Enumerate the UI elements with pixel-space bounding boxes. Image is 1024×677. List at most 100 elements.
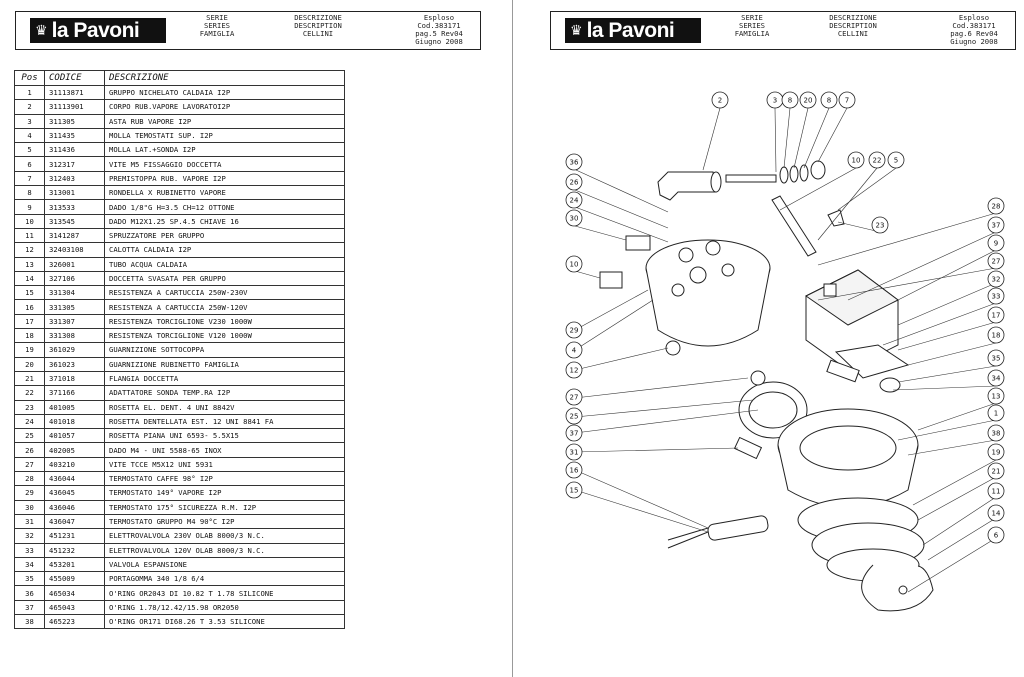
expansion-valve: [826, 359, 860, 383]
pos-cell: 7: [14, 170, 45, 187]
header-date-value: Giugno 2008: [950, 37, 998, 46]
crown-icon: ♛: [35, 22, 48, 39]
header-code-value: Cod.383171: [952, 21, 996, 30]
code-cell: 331308: [44, 328, 105, 344]
washer: [799, 164, 809, 182]
cap-hole: [678, 247, 694, 263]
code-cell: 361023: [44, 356, 105, 372]
pos-cell: 22: [14, 385, 45, 401]
description-cell: PORTAGOMMA 340 1/8 6/4: [104, 571, 345, 587]
code-cell: 401005: [44, 399, 105, 415]
callout-number: 18: [992, 332, 1001, 340]
callout-31: 31: [565, 443, 583, 461]
steam-valve-end: [710, 171, 722, 193]
pos-cell: 32: [14, 528, 45, 544]
callout-35: 35: [987, 349, 1005, 367]
header-code-value: Cod.383171: [417, 21, 461, 30]
callout-circle: [987, 306, 1005, 324]
callout-circle: [987, 424, 1005, 442]
callout-circle: [711, 91, 729, 109]
code-cell: 401018: [44, 413, 105, 430]
callout-number: 25: [570, 413, 579, 421]
code-cell: 313001: [44, 185, 105, 201]
callout-number: 19: [992, 449, 1001, 457]
callout-number: 8: [827, 97, 831, 105]
callout-25: 25: [565, 407, 583, 425]
heater-ring-inner: [748, 391, 798, 429]
washer-12: [665, 340, 681, 356]
header-desc-col: DESCRIZIONE DESCRIPTION CELLINI: [813, 14, 893, 38]
callout-number: 12: [570, 367, 579, 375]
callout-9: 9: [987, 234, 1005, 252]
callout-number: 35: [992, 355, 1001, 363]
callout-circle: [987, 216, 1005, 234]
callout-circle: [987, 270, 1005, 288]
brand-name: la Pavoni: [51, 19, 140, 42]
callout-number: 11: [992, 488, 1001, 496]
description-cell: ASTA RUB VAPORE I2P: [104, 113, 345, 129]
callout-8: 8: [781, 91, 799, 109]
callout-number: 38: [992, 430, 1001, 438]
callout-number: 21: [992, 468, 1001, 476]
pos-cell: 25: [14, 428, 45, 444]
pos-cell: 37: [14, 599, 45, 615]
code-cell: 455009: [44, 571, 105, 587]
callout-22: 22: [868, 151, 886, 169]
description-cell: DADO 1/8"G H=3.5 CH=12 OTTONE: [104, 199, 345, 215]
callout-circle: [871, 216, 889, 234]
callout-number: 9: [994, 240, 998, 248]
callout-33: 33: [987, 287, 1005, 305]
callout-number: 16: [570, 467, 579, 475]
callout-circle: [868, 151, 886, 169]
callout-26: 26: [565, 173, 583, 191]
callout-38: 38: [987, 424, 1005, 442]
header-esploso-label: Esploso: [423, 13, 455, 22]
code-cell: 453201: [44, 556, 105, 573]
header-series-label: SERIES: [739, 21, 765, 30]
callout-5: 5: [887, 151, 905, 169]
header-serie-col: SERIE SERIES FAMIGLIA: [187, 14, 247, 38]
callout-number: 4: [572, 347, 577, 355]
cap-hole: [721, 263, 735, 277]
description-cell: DADO M12X1.25 SP.4.5 CHIAVE 16: [104, 213, 345, 229]
pos-cell: 13: [14, 256, 45, 272]
pos-cell: 34: [14, 556, 45, 573]
code-cell: 436046: [44, 499, 105, 515]
code-cell: 371166: [44, 385, 105, 401]
callout-7: 7: [838, 91, 856, 109]
callout-15: 15: [565, 481, 583, 499]
pos-cell: 26: [14, 442, 45, 458]
description-cell: RESISTENZA A CARTUCCIA 250W-120V: [104, 299, 345, 315]
code-cell: 311305: [44, 113, 105, 129]
callout-21: 21: [987, 462, 1005, 480]
brand-logo: ♛ la Pavoni: [30, 18, 166, 43]
callout-circle: [565, 443, 583, 461]
header-famiglia-label: FAMIGLIA: [199, 29, 235, 38]
solenoid-fitting: [823, 283, 837, 297]
header-esploso-label: Esploso: [958, 13, 990, 22]
description-cell: RESISTENZA A CARTUCCIA 250W-230V: [104, 285, 345, 301]
pos-cell: 18: [14, 328, 45, 344]
shower-screen: [861, 564, 934, 612]
description-cell: TERMOSTATO 149° VAPORE I2P: [104, 485, 345, 501]
callout-37: 37: [987, 216, 1005, 234]
callout-27: 27: [987, 252, 1005, 270]
callout-circle: [565, 341, 583, 359]
code-cell: 402005: [44, 442, 105, 458]
description-cell: DADO M4 - UNI 5588-65 INOX: [104, 442, 345, 458]
description-cell: ELETTROVALVOLA 120V OLAB 8000/3 N.C.: [104, 542, 345, 558]
pos-cell: 6: [14, 156, 45, 172]
callout-number: 3: [773, 97, 777, 105]
callout-circle: [565, 321, 583, 339]
cartridge-heater: [707, 515, 769, 541]
callout-number: 17: [992, 312, 1001, 320]
